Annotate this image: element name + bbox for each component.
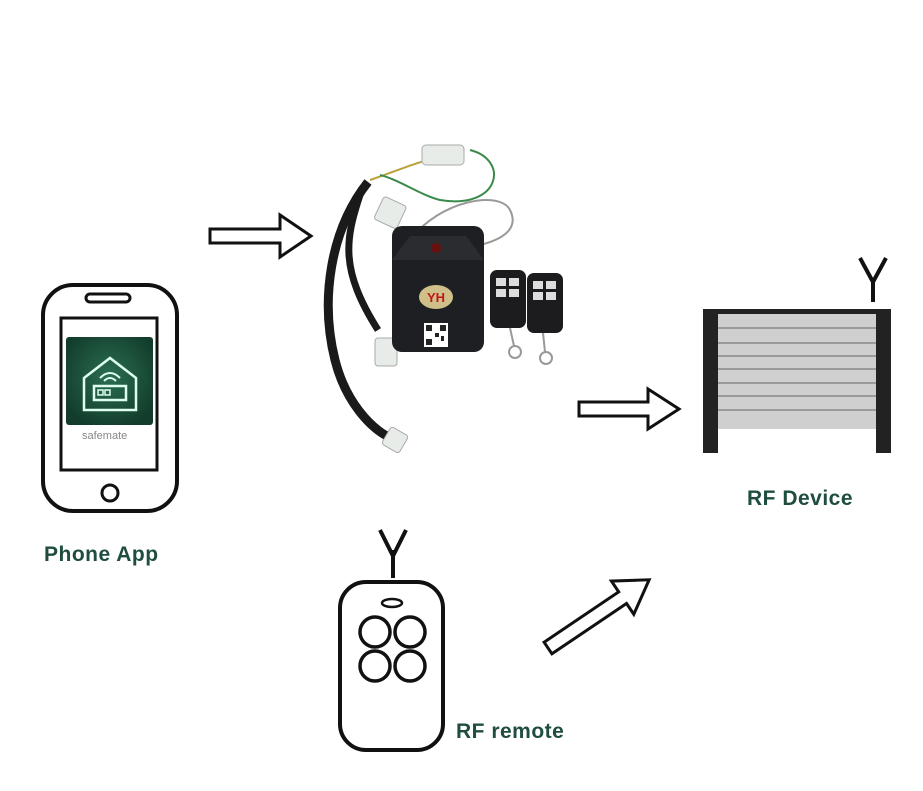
arrow-right-icon: [577, 386, 682, 432]
phone-icon: [41, 283, 179, 513]
arrow-diagonal-icon: [542, 578, 652, 656]
phone-app-label: Phone App: [44, 543, 159, 566]
rf-device-label: RF Device: [747, 487, 854, 510]
garage-door-icon: [703, 257, 891, 453]
rf-remote-label: RF remote: [456, 720, 565, 743]
safemate-app-icon[interactable]: [66, 337, 153, 425]
controller-kit-image: YH: [323, 144, 563, 454]
rf-remote-icon: [338, 529, 445, 752]
app-name-label: safemate: [82, 430, 128, 442]
arrow-right-icon: [208, 212, 314, 260]
key-fob-image: [490, 270, 563, 365]
antenna-icon: [858, 257, 888, 302]
yh-badge: YH: [427, 290, 445, 305]
